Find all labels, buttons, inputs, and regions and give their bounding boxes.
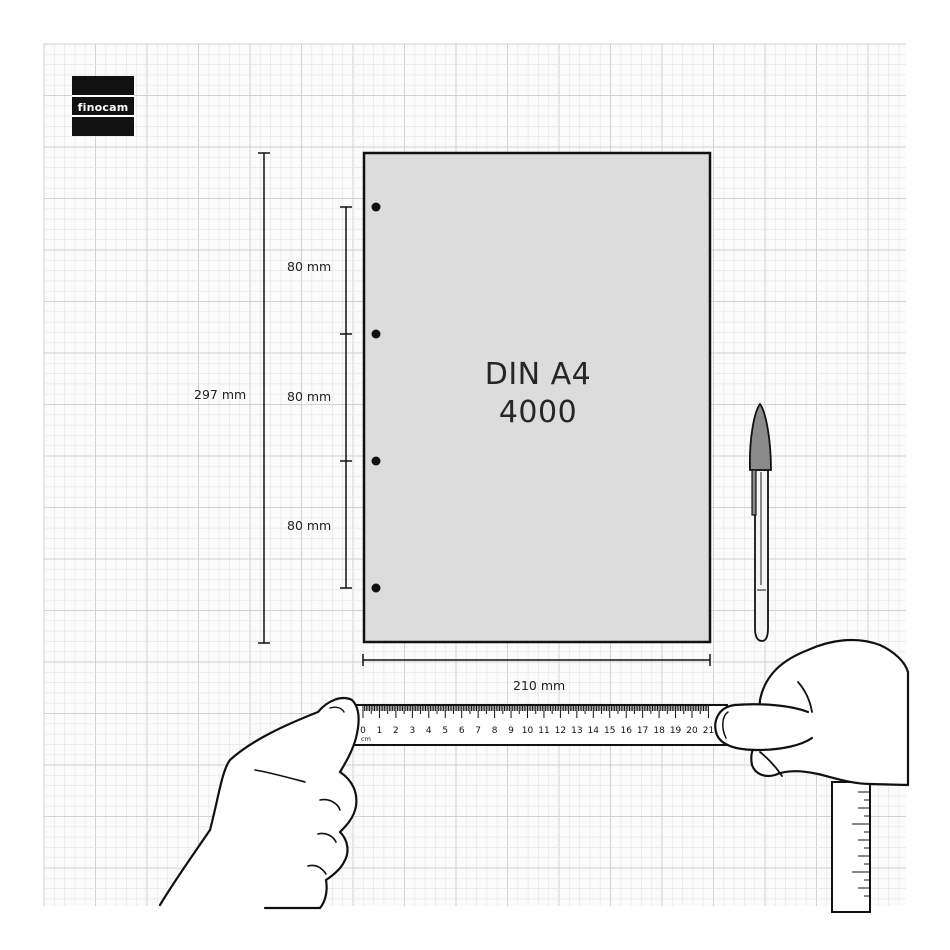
ruler-tick-label: 10 bbox=[522, 726, 534, 736]
logo-text: finocam bbox=[77, 100, 129, 114]
sheet-format-label: DIN A4 bbox=[484, 357, 592, 392]
punch-hole bbox=[371, 456, 381, 466]
ruler-tick-label: 11 bbox=[538, 726, 549, 736]
ruler-tick-label: 18 bbox=[653, 726, 665, 736]
spacing-label: 80 mm bbox=[287, 389, 332, 404]
width-label: 210 mm bbox=[513, 678, 566, 693]
ruler-tick-label: 17 bbox=[637, 726, 648, 736]
ruler-tick-label: 6 bbox=[459, 726, 465, 736]
punch-hole bbox=[371, 583, 381, 593]
punch-hole bbox=[371, 202, 381, 212]
spacing-label: 80 mm bbox=[287, 259, 332, 274]
right-thumb bbox=[714, 681, 814, 777]
width-dimension-line bbox=[362, 654, 711, 666]
ruler-tick-label: 7 bbox=[475, 726, 481, 736]
hole-spacing-dimension-line bbox=[340, 206, 352, 589]
ruler-tick-label: 3 bbox=[409, 726, 415, 736]
ballpoint-pen-icon bbox=[748, 402, 772, 642]
ruler-tick-label: 1 bbox=[377, 726, 383, 736]
ruler-tick-label: 19 bbox=[670, 726, 682, 736]
left-hand-icon bbox=[158, 696, 360, 910]
ruler-tick-label: 9 bbox=[508, 726, 514, 736]
sheet-title: DIN A4 4000 bbox=[365, 356, 711, 432]
ruler-tick-label: 16 bbox=[620, 726, 632, 736]
ruler-tick-label: 2 bbox=[393, 726, 399, 736]
sheet-model-label: 4000 bbox=[498, 395, 578, 430]
right-hand-icon bbox=[750, 638, 910, 787]
a4-sheet bbox=[362, 151, 712, 644]
ruler-tick-label: 13 bbox=[571, 726, 582, 736]
ruler-tick-label: 4 bbox=[426, 726, 432, 736]
ruler-tick-label: 0 bbox=[360, 726, 366, 736]
ruler-tick-label: 15 bbox=[604, 726, 615, 736]
ruler-unit-label: cm bbox=[361, 735, 371, 743]
ruler-tick-label: 14 bbox=[588, 726, 600, 736]
ruler-tick-label: 20 bbox=[686, 726, 698, 736]
punch-hole bbox=[371, 329, 381, 339]
height-dimension-line bbox=[258, 152, 270, 644]
ruler-tick-label: 21 bbox=[703, 726, 714, 736]
ruler-tick-label: 12 bbox=[555, 726, 566, 736]
height-label: 297 mm bbox=[194, 387, 247, 402]
spacing-label: 80 mm bbox=[287, 518, 332, 533]
ruler-tick-label: 5 bbox=[442, 726, 448, 736]
vertical-ruler bbox=[831, 781, 871, 913]
ruler-tick-label: 8 bbox=[492, 726, 498, 736]
finocam-logo: finocam bbox=[72, 76, 134, 136]
